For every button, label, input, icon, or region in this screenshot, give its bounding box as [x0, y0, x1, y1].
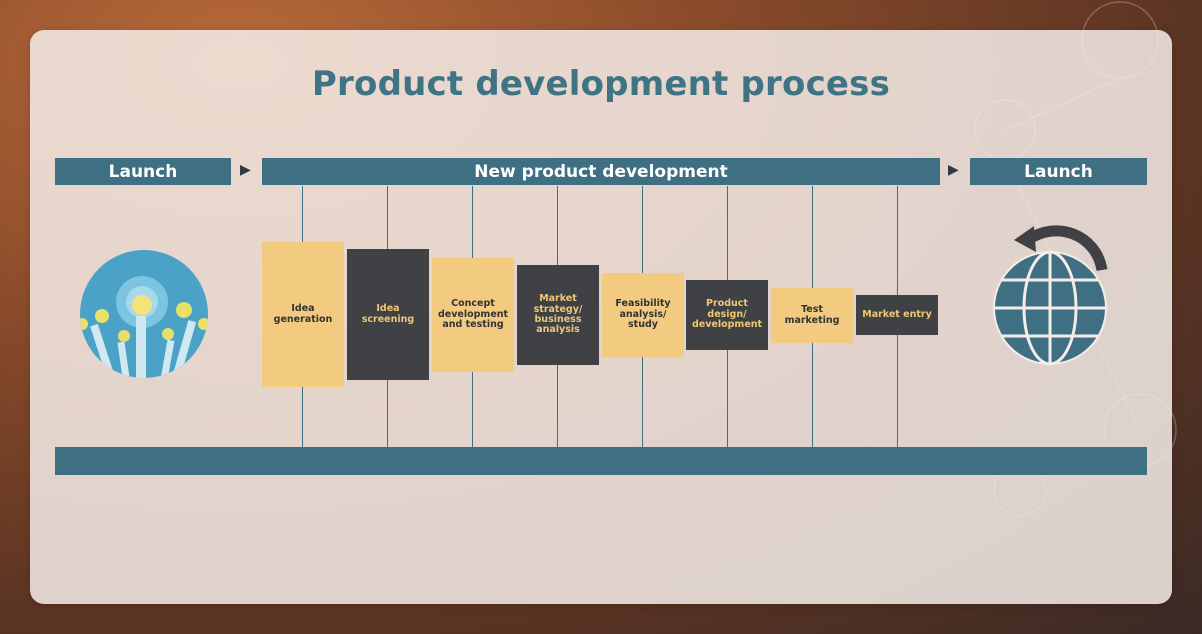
lightbulb-hands-icon: [80, 250, 208, 378]
diagram-card: [30, 30, 1172, 604]
play-arrow-icon: ▶: [948, 162, 959, 178]
launch-band-left: Launch: [55, 158, 231, 185]
stage-product-design: Product design/ development: [686, 280, 768, 350]
stage-market-strategy: Market strategy/ business analysis: [517, 265, 599, 365]
stage-market-entry: Market entry: [856, 295, 938, 335]
stage-concept-development: Concept development and testing: [432, 258, 514, 372]
stage-feasibility-analysis: Feasibility analysis/ study: [602, 273, 684, 357]
stage-idea-generation: Idea generation: [262, 242, 344, 387]
bottom-band: [55, 447, 1147, 475]
stage-test-marketing: Test marketing: [771, 288, 853, 343]
stage-idea-screening: Idea screening: [347, 249, 429, 380]
globe-rotate-icon: [993, 225, 1108, 366]
play-arrow-icon: ▶: [240, 162, 251, 178]
page-title: Product development process: [311, 64, 891, 104]
new-product-development-band: New product development: [262, 158, 940, 185]
launch-band-right: Launch: [970, 158, 1147, 185]
